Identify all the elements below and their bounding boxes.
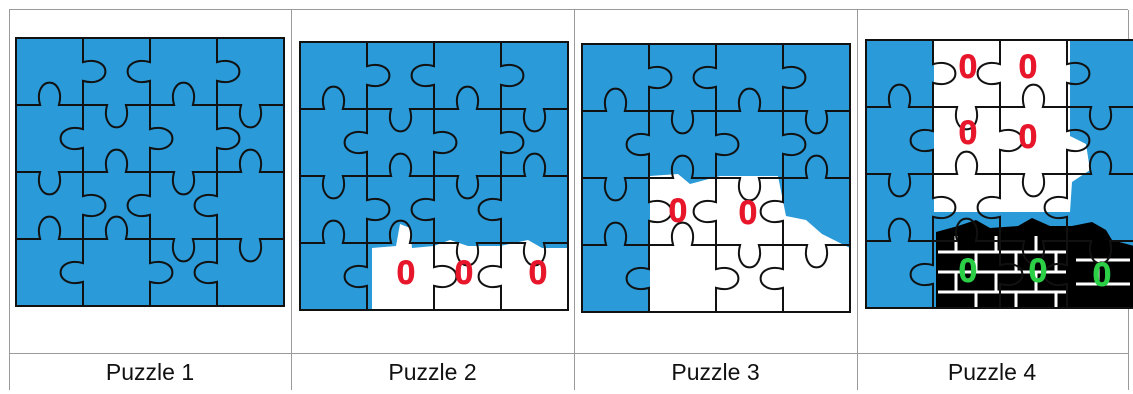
puzzle-2-label: Puzzle 2 <box>291 354 574 390</box>
red-marker: 0 <box>455 254 474 292</box>
puzzle-4-label: Puzzle 4 <box>857 354 1127 390</box>
red-marker: 0 <box>529 254 548 292</box>
red-marker: 0 <box>1019 118 1038 156</box>
red-marker: 0 <box>397 254 416 292</box>
green-marker: 0 <box>959 252 978 290</box>
puzzle-3-image: 0 0 <box>582 44 850 312</box>
red-marker: 0 <box>669 192 688 230</box>
puzzle-2-image: 0 0 0 <box>300 42 568 310</box>
red-marker: 0 <box>739 194 758 232</box>
green-marker: 0 <box>1029 252 1048 290</box>
green-marker: 0 <box>1093 256 1112 294</box>
puzzle-1-image <box>16 38 284 306</box>
red-marker: 0 <box>959 48 978 86</box>
red-marker: 0 <box>959 114 978 152</box>
puzzle-4-image: 0 0 0 0 0 0 0 <box>866 40 1133 308</box>
puzzle-3-label: Puzzle 3 <box>574 354 857 390</box>
red-marker: 0 <box>1019 48 1038 86</box>
puzzle-1-label: Puzzle 1 <box>9 354 291 390</box>
